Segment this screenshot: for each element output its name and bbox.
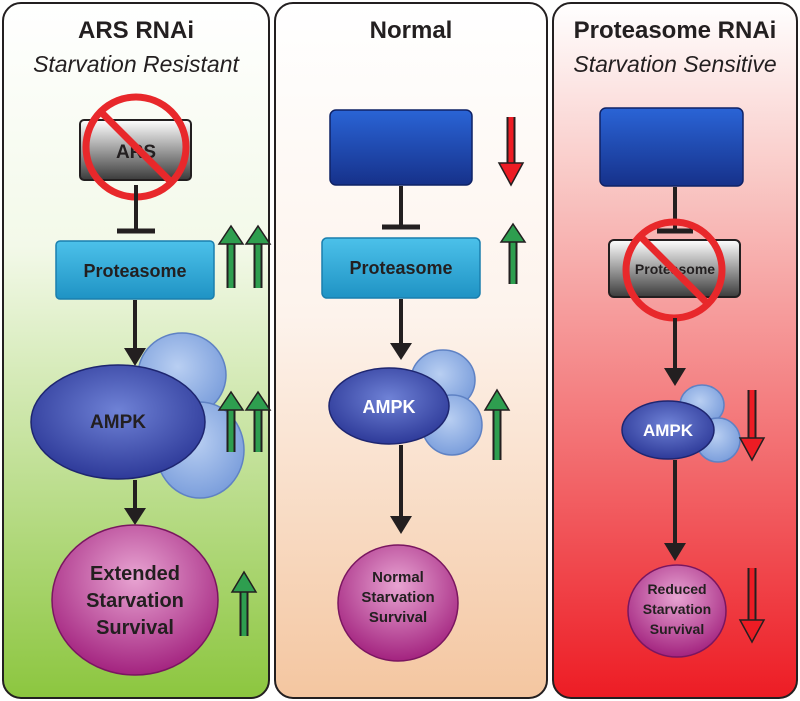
outcome-line-3: Survival xyxy=(96,617,174,639)
panel-normal: Normal Proteasome AMPK xyxy=(274,2,548,699)
ampk-label: AMPK xyxy=(363,397,416,417)
flow-arrow-icon xyxy=(390,445,412,534)
outcome-line-3: Survival xyxy=(369,609,427,626)
outcome-line-1: Extended xyxy=(90,563,180,585)
proteasome-box xyxy=(55,240,215,300)
inhibition-bar-icon xyxy=(382,186,420,230)
outcome-circle xyxy=(51,524,219,676)
outcome-line-3: Survival xyxy=(650,621,704,637)
up-arrow-icon xyxy=(244,224,272,288)
flow-arrow-icon xyxy=(124,300,146,366)
proteasome-label: Proteasome xyxy=(83,261,186,281)
panel-ars-rnai: ARS RNAi Starvation Resistant ARS Protea… xyxy=(2,2,272,699)
outcome-circle xyxy=(337,544,459,662)
flow-arrow-icon xyxy=(664,460,686,561)
outcome-line-1: Reduced xyxy=(647,581,706,597)
up-arrow-icon xyxy=(483,388,511,460)
ampk-oval xyxy=(621,400,715,460)
up-arrow-icon xyxy=(230,570,258,636)
panel-title: ARS RNAi xyxy=(78,17,194,44)
top-node-box xyxy=(599,107,744,187)
flow-arrow-icon xyxy=(390,299,412,360)
top-node-box xyxy=(329,109,473,186)
outcome-line-2: Starvation xyxy=(86,590,184,612)
down-arrow-icon xyxy=(738,568,766,644)
down-arrow-icon xyxy=(497,117,525,187)
panel-proteasome-rnai: Proteasome RNAi Starvation Sensitive Pro… xyxy=(552,2,798,699)
up-arrow-icon xyxy=(217,224,245,288)
proteasome-box xyxy=(321,237,481,299)
inhibition-bar-icon xyxy=(117,185,155,234)
outcome-line-1: Normal xyxy=(372,569,424,586)
down-arrow-icon xyxy=(738,390,766,462)
up-arrow-icon xyxy=(499,222,527,284)
panel-title: Proteasome RNAi xyxy=(574,17,777,44)
flow-arrow-icon xyxy=(664,318,686,386)
outcome-line-2: Starvation xyxy=(643,601,711,617)
flow-arrow-icon xyxy=(124,480,146,525)
up-arrow-icon xyxy=(244,390,272,452)
ampk-label: AMPK xyxy=(643,421,694,440)
outcome-circle xyxy=(627,564,727,658)
proteasome-label: Proteasome xyxy=(349,258,452,278)
panel-subtitle: Starvation Resistant xyxy=(33,51,240,77)
panel-title: Normal xyxy=(370,17,453,44)
ampk-label: AMPK xyxy=(90,412,146,433)
outcome-line-2: Starvation xyxy=(361,589,434,606)
ampk-oval xyxy=(30,364,206,480)
panel-subtitle: Starvation Sensitive xyxy=(573,51,776,77)
ampk-oval xyxy=(328,367,450,445)
up-arrow-icon xyxy=(217,390,245,452)
